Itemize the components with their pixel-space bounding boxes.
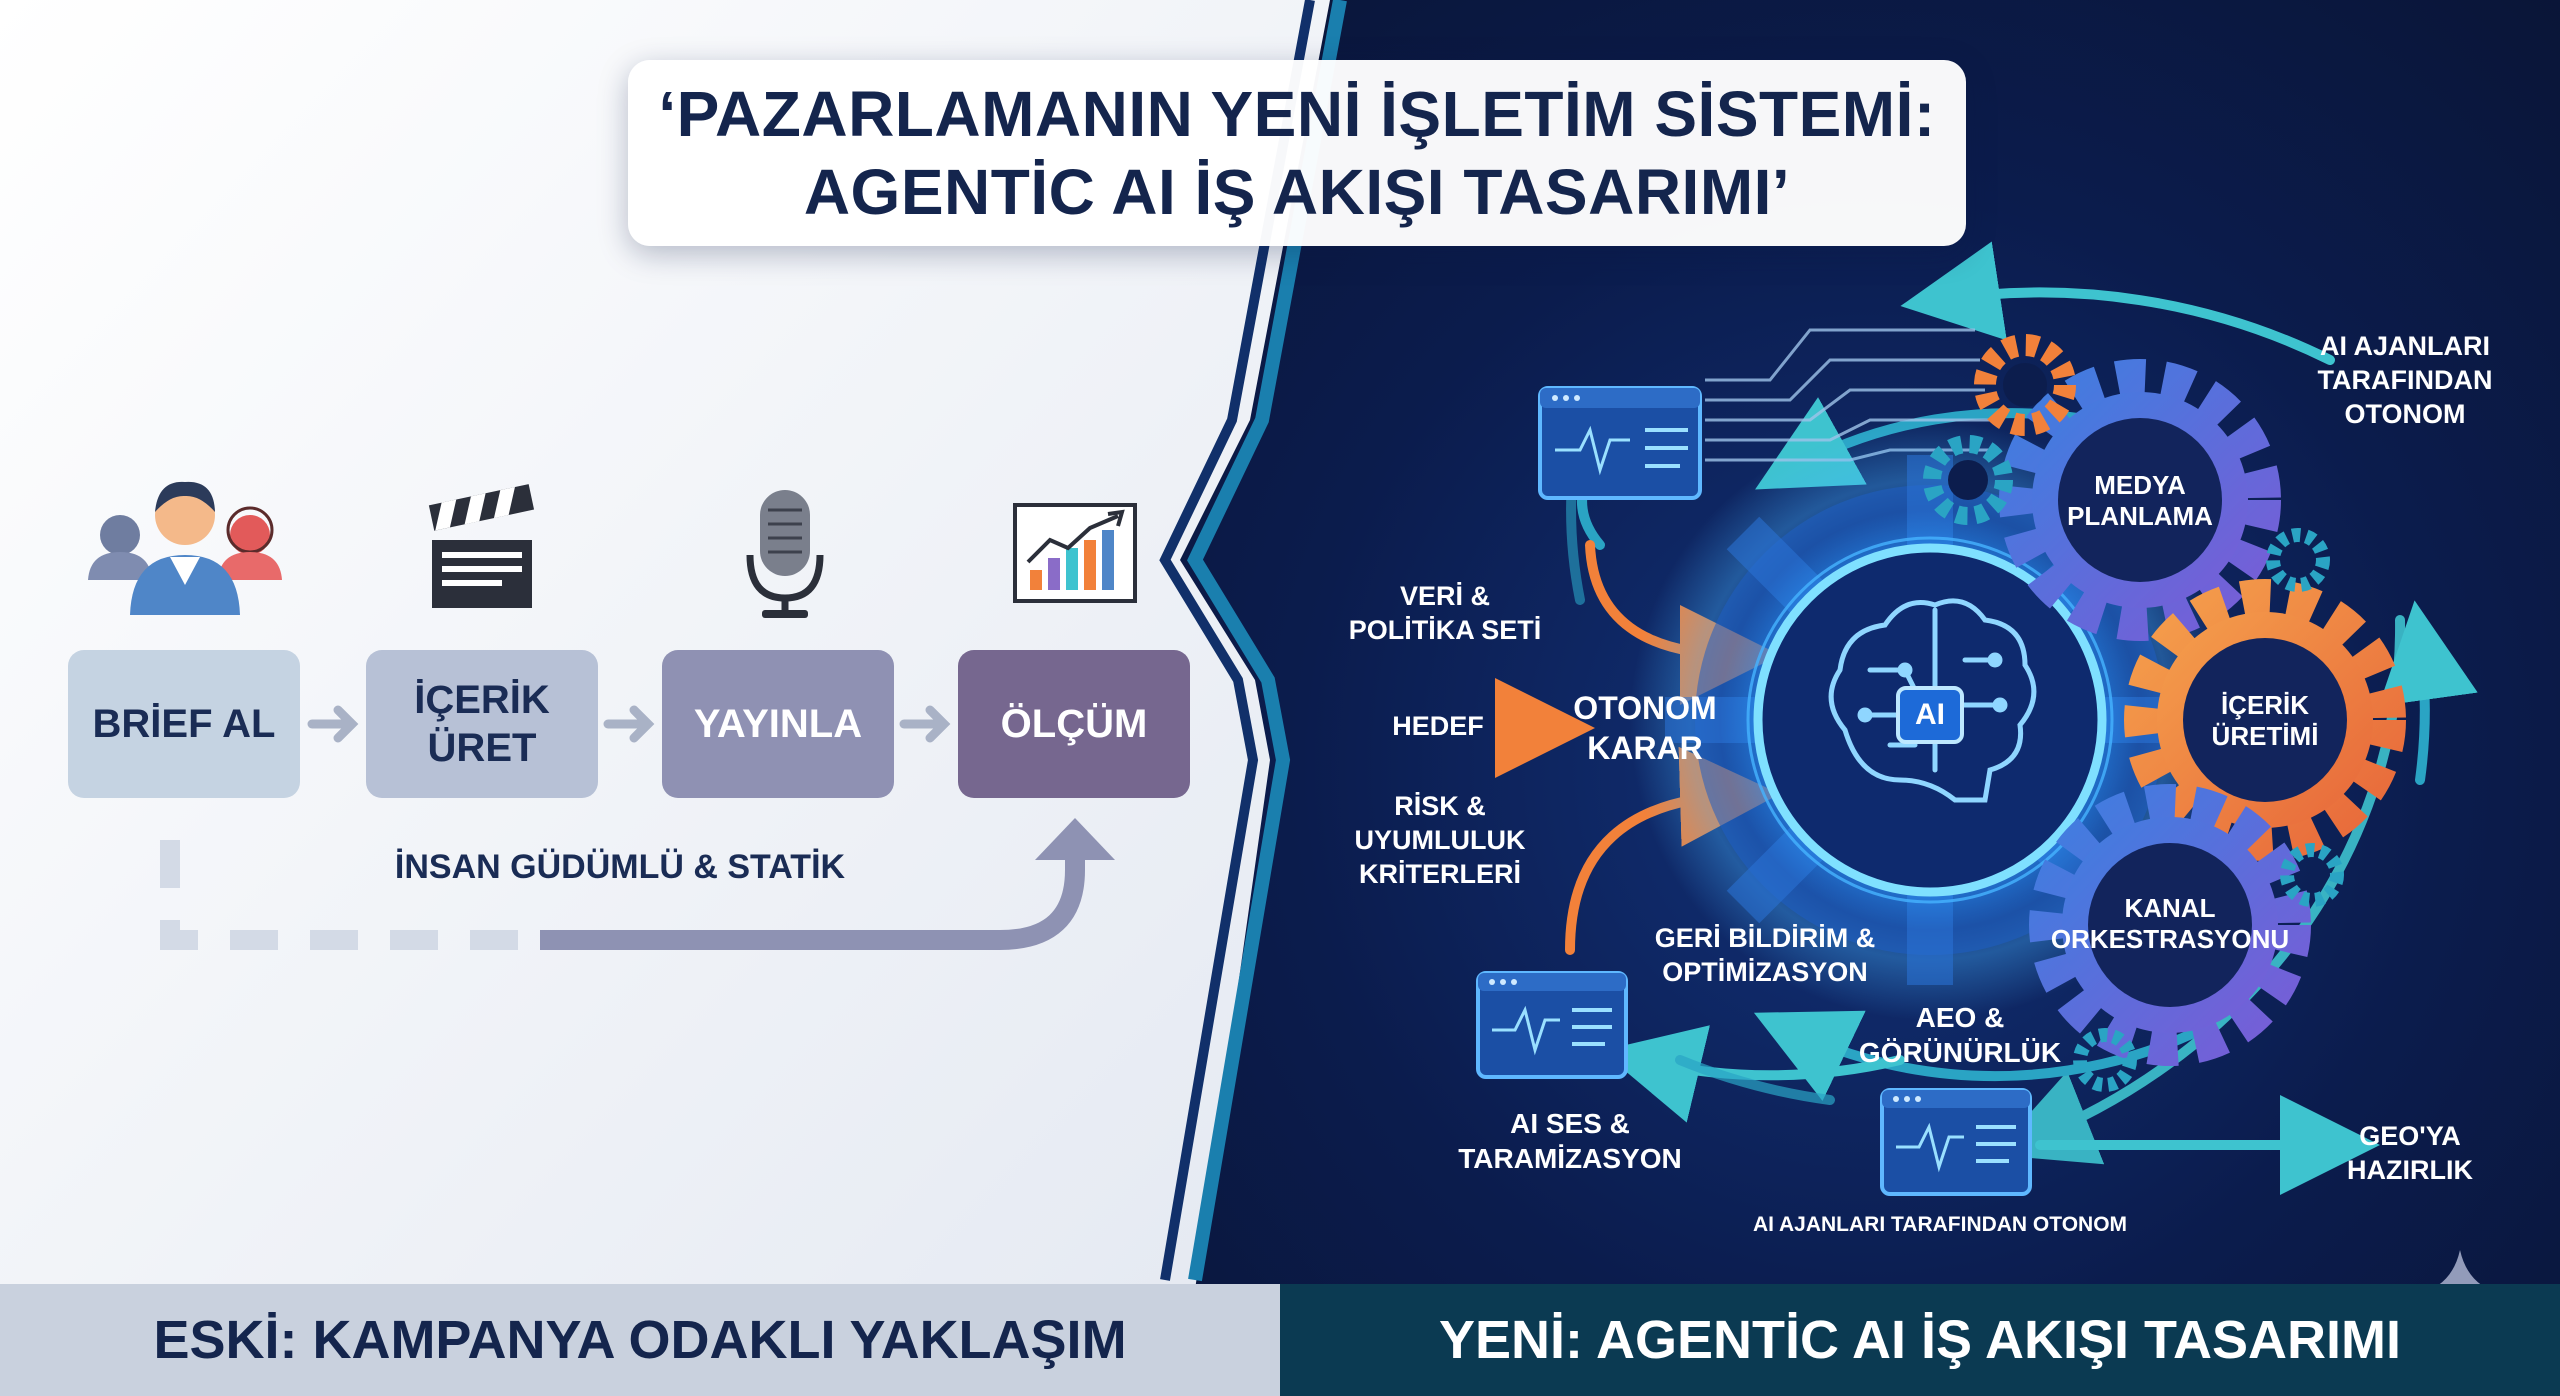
ai-voice-label: AI SES &TARAMİZASYON bbox=[1458, 1108, 1682, 1174]
title-card: ‘PAZARLAMANIN YENİ İŞLETİM SİSTEMİ: AGEN… bbox=[628, 60, 1966, 246]
feedback-label: GERİ BİLDİRİM &OPTİMİZASYON bbox=[1654, 923, 1876, 987]
step-label: YAYINLA bbox=[693, 702, 863, 746]
small-gears bbox=[1923, 334, 2344, 1092]
ai-chip-label: AI bbox=[1915, 698, 1945, 731]
new-footer-bar bbox=[1280, 1284, 2560, 1396]
step-publish: YAYINLA bbox=[662, 650, 894, 798]
brain-icon bbox=[1828, 598, 2037, 803]
return-loop-arrow bbox=[160, 818, 1115, 950]
people-icon bbox=[88, 481, 282, 615]
microphone-icon bbox=[746, 490, 824, 618]
new-footer-label: YENİ: AGENTİC AI İŞ AKIŞI TASARIMI bbox=[1438, 1310, 2402, 1370]
input-goal: HEDEF bbox=[1392, 711, 1484, 741]
monitor-icon-top bbox=[1538, 386, 1702, 500]
old-caption: İNSAN GÜDÜMLÜ & STATİK bbox=[394, 848, 846, 886]
step-label: İÇERİK bbox=[414, 678, 550, 722]
step-brief: BRİEF AL bbox=[68, 650, 300, 798]
flow-arrows bbox=[307, 705, 951, 743]
gear-channel-orchestration bbox=[2029, 784, 2311, 1066]
monitor-icon-bottom bbox=[1880, 1088, 2032, 1196]
step-label: BRİEF AL bbox=[92, 702, 276, 746]
step-content-production: İÇERİK ÜRET bbox=[366, 650, 598, 798]
step-measure: ÖLÇÜM bbox=[958, 650, 1190, 798]
bar-chart-icon bbox=[1013, 503, 1137, 603]
old-footer-label: ESKİ: KAMPANYA ODAKLI YAKLAŞIM bbox=[153, 1310, 1127, 1370]
gear-content-production bbox=[2124, 579, 2406, 861]
monitor-icon-left bbox=[1476, 971, 1628, 1079]
clapperboard-icon bbox=[428, 484, 535, 608]
gear-media-planning bbox=[1999, 359, 2281, 641]
autonomous-label-bottom: AI AJANLARI TARAFINDAN OTONOM bbox=[1752, 1213, 2128, 1236]
input-data-policy: VERİ &POLİTİKA SETİ bbox=[1348, 581, 1542, 645]
aeo-label: AEO &GÖRÜNÜRLÜK bbox=[1858, 1002, 2062, 1068]
title-line-2: AGENTİC AI İŞ AKIŞI TASARIMI’ bbox=[803, 156, 1791, 228]
title-line-1: ‘PAZARLAMANIN YENİ İŞLETİM SİSTEMİ: bbox=[658, 78, 1936, 150]
step-label: ÜRET bbox=[427, 726, 537, 770]
old-footer-bar bbox=[0, 1284, 1280, 1396]
step-label: ÖLÇÜM bbox=[1000, 702, 1148, 746]
